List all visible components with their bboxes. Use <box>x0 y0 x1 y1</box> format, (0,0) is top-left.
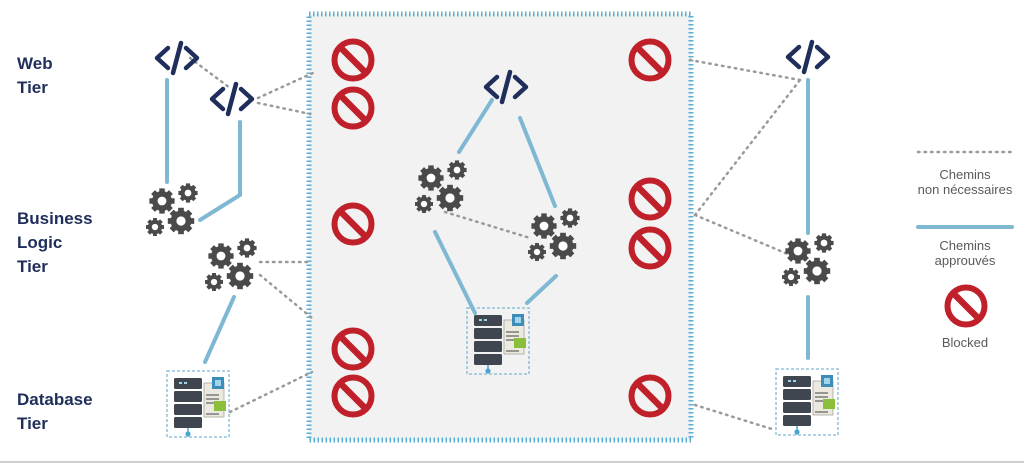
business-tier-label-line3: Tier <box>17 257 48 276</box>
business-tier-label-line1: Business <box>17 209 93 228</box>
gears-icon <box>146 183 198 236</box>
database-tier-label-line1: Database <box>17 390 93 409</box>
database-server-icon <box>166 370 230 438</box>
bottom-divider <box>0 461 1024 463</box>
business-tier-label-line2: Logic <box>17 233 63 252</box>
code-icon <box>788 42 828 72</box>
database-tier-label-line2: Tier <box>17 414 48 433</box>
legend-unnecessary: Chemins non nécessaires <box>905 167 1024 197</box>
gears-icon <box>205 238 257 291</box>
legend-approved-line1: Chemins <box>939 238 991 253</box>
web-tier-label-line1: Web <box>17 54 53 73</box>
web-tier-label-line2: Tier <box>17 78 48 97</box>
legend-approved-line2: approuvés <box>934 253 996 268</box>
business-tier-label: Business Logic Tier <box>17 207 93 279</box>
approved-paths <box>165 78 1014 364</box>
legend-blocked-icon <box>948 288 985 325</box>
protected-zone <box>306 11 694 443</box>
unnecessary-paths <box>188 56 802 432</box>
gears-icon <box>782 233 834 286</box>
web-tier-label: Web Tier <box>17 52 53 100</box>
legend-blocked-label: Blocked <box>941 335 989 350</box>
code-icon <box>212 84 252 114</box>
legend-unnecessary-line2: non nécessaires <box>917 182 1013 197</box>
database-server-icon <box>775 368 839 436</box>
legend-unnecessary-line1: Chemins <box>939 167 991 182</box>
legend-blocked: Blocked <box>905 335 1024 350</box>
legend-approved: Chemins approuvés <box>905 238 1024 268</box>
database-tier-label: Database Tier <box>17 388 93 436</box>
